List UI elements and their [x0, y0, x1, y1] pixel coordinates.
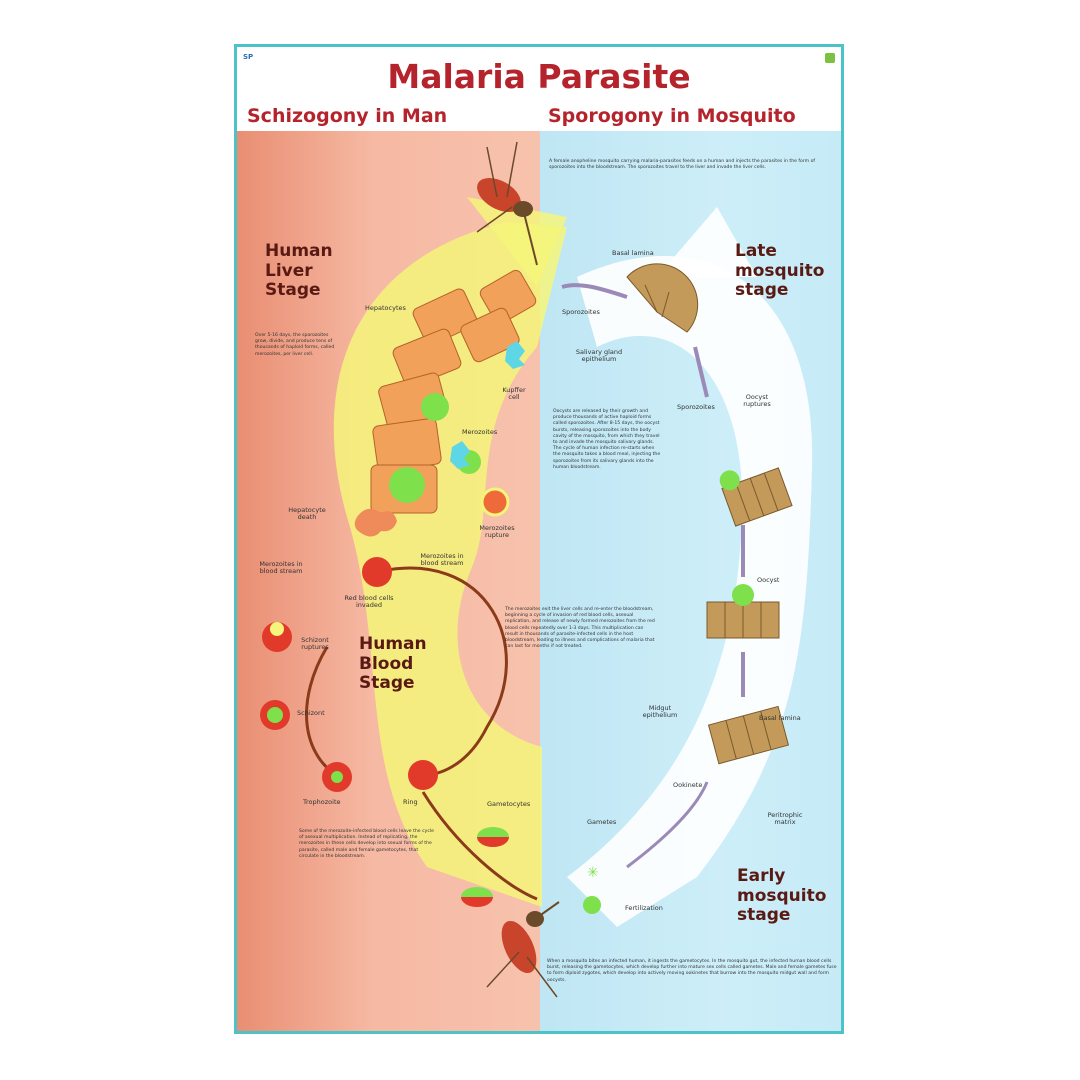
oocyst-tissue [706, 584, 780, 639]
label-gametes: Gametes [587, 818, 617, 826]
mosquito-bottom [486, 901, 560, 998]
gamete-star: ✳ [587, 865, 599, 881]
ring-to-mosquito-arrow [421, 791, 538, 901]
rbc-trophozoite-core [331, 771, 343, 783]
gametocyte-2-top [461, 887, 493, 897]
white-arrow-head [657, 207, 757, 277]
salivary-gland-tissue [626, 263, 699, 333]
label-oocyst-ruptures: Oocyst ruptures [743, 393, 771, 409]
liver-schizont-2 [389, 467, 425, 503]
rbc-invaded [362, 557, 392, 587]
paragraph-sporozoite-release: Oocysts are released by their growth and… [553, 409, 661, 470]
zygote [583, 896, 601, 914]
label-hepatocytes: Hepatocytes [365, 304, 406, 312]
mosquito-top [476, 141, 538, 266]
white-cycle-band [567, 255, 813, 927]
label-gametocytes: Gametocytes [487, 800, 531, 808]
subtitle-right: Sporogony in Mosquito [548, 105, 796, 127]
malaria-poster: ✳ SP Malaria Parasite Schizogony in Man … [234, 44, 844, 1034]
paragraph-liver-stage: Over 5-16 days, the sporozoites grow, di… [255, 333, 335, 357]
gametocyte-2 [461, 897, 493, 907]
label-merozoites: Merozoites [462, 428, 498, 436]
label-schizont: Schizont [297, 709, 325, 717]
label-basal-lamina-bottom: Basal lamina [759, 714, 801, 722]
paragraph-sporozoite-injection: A female anopheline mosquito carrying ma… [549, 159, 816, 171]
life-cycle-artwork: ✳ [260, 141, 813, 998]
label-oocyst: Oocyst [757, 576, 780, 584]
poster-title: Malaria Parasite [387, 57, 691, 96]
label-trophozoite: Trophozoite [303, 798, 341, 806]
label-rbc-invaded: Red blood cells invaded [344, 594, 394, 610]
paragraph-gametocytes: Some of the merozoite-infected blood cel… [299, 829, 434, 859]
label-midgut-epithelium: Midgut epithelium [642, 704, 678, 720]
corner-badge [825, 53, 835, 63]
publisher-logo: SP [243, 53, 254, 61]
label-schizont-ruptures: Schizont ruptures [301, 636, 329, 652]
kupffer-cell-1 [505, 341, 525, 369]
label-salivary-gland: Salivary gland epithelium [575, 348, 623, 364]
label-ring: Ring [403, 798, 418, 806]
yellow-arrow-head [467, 197, 567, 287]
rbc-ring [408, 760, 438, 790]
sporozoite-arrow-top [561, 283, 628, 299]
label-fertilization: Fertilization [625, 904, 663, 912]
subtitle-left: Schizogony in Man [247, 105, 448, 127]
paragraph-mosquito-ingestion: When a mosquito bites an infected human,… [547, 959, 837, 983]
hepatocyte-death [354, 508, 397, 537]
rbc-schizont-rupture-core [270, 622, 284, 636]
label-sporozoites-mid: Sporozoites [677, 403, 715, 411]
gametocyte-1 [477, 837, 509, 847]
label-peritrophic-matrix: Peritrophic matrix [767, 811, 803, 827]
rbc-schizont-core [267, 707, 283, 723]
label-merozoites-blood-right: Merozoites in blood stream [420, 552, 464, 568]
label-sporozoites-top: Sporozoites [562, 308, 600, 316]
blood-cycle-arrow [376, 566, 508, 777]
merozoite-rupture [480, 487, 510, 517]
label-merozoites-rupture: Merozoites rupture [479, 524, 515, 540]
label-kupffer-cell: Kupffer cell [502, 386, 526, 402]
oocyst-rupture-tissue [719, 467, 793, 527]
label-basal-lamina-top: Basal lamina [612, 249, 654, 257]
fertilization-arrow [626, 781, 709, 869]
midgut-tissue [707, 705, 790, 765]
paragraph-blood-stage: The merozoites exit the liver cells and … [505, 607, 655, 650]
label-hepatocyte-death: Hepatocyte death [288, 506, 326, 522]
label-merozoites-blood-left: Merozoites in blood stream [259, 560, 303, 576]
kupffer-cell-2 [450, 441, 470, 469]
label-ookinete: Ookinete [673, 781, 703, 789]
oocyst-rupture-up-arrow [693, 346, 709, 398]
liver-schizont-1 [421, 393, 449, 421]
rbc-schizont-rupture [262, 622, 292, 652]
hepatocyte-column [370, 269, 537, 514]
gametocyte-1-top [477, 827, 509, 837]
